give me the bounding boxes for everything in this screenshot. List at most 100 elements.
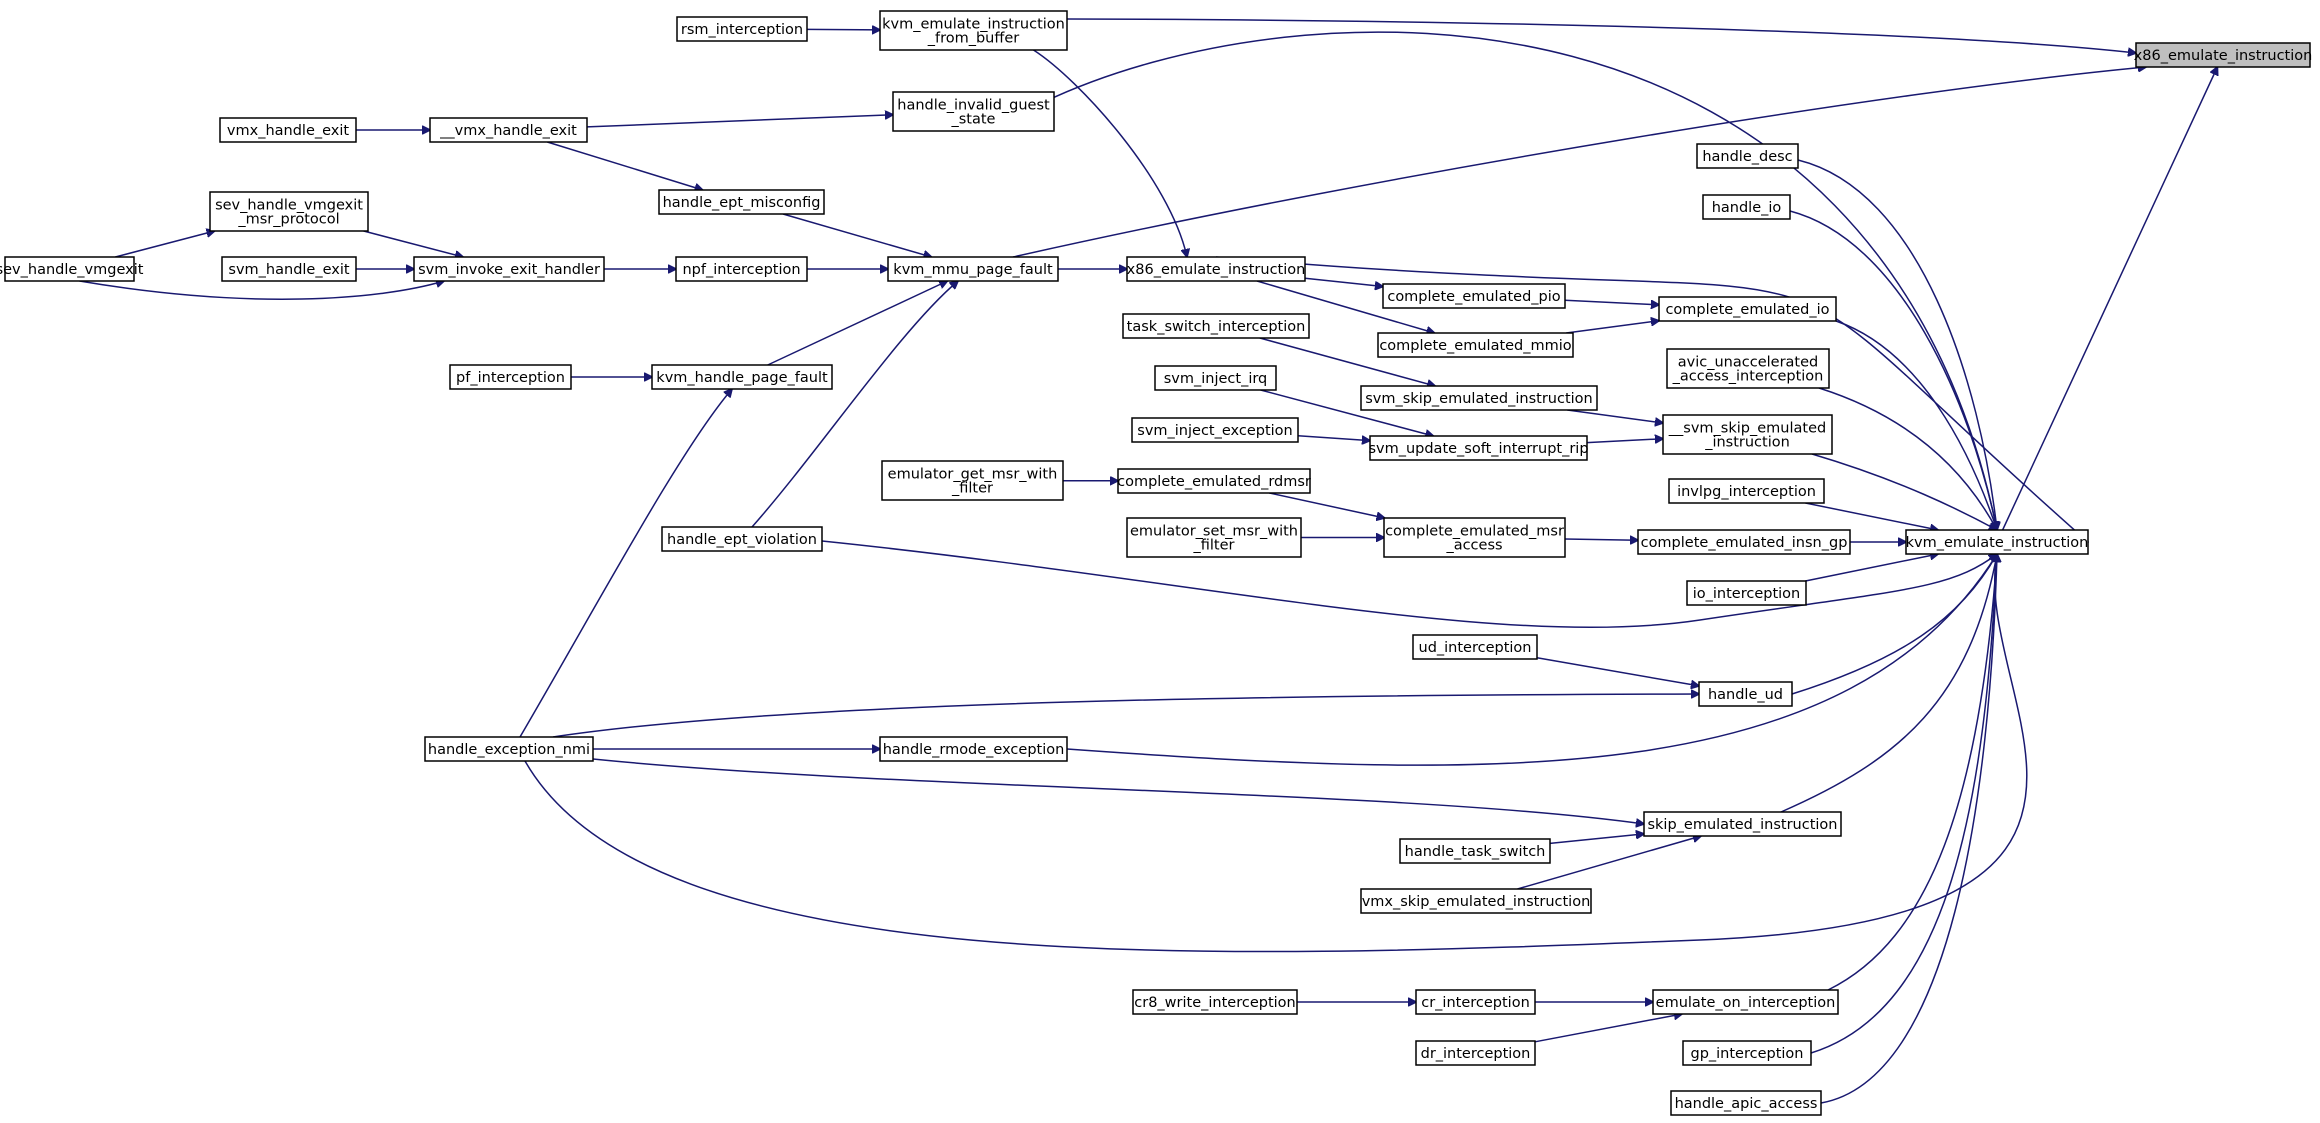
node-box bbox=[1360, 385, 1598, 411]
node-sev_handle_vmgexit[interactable]: sev_handle_vmgexit bbox=[0, 256, 144, 282]
node-label: emulate_on_interception bbox=[1656, 995, 1836, 1011]
node-label: handle_ept_violation bbox=[667, 532, 817, 548]
node-label: svm_handle_exit bbox=[228, 262, 349, 278]
node-box bbox=[1696, 143, 1799, 169]
node-complete_emulated_mmio[interactable]: complete_emulated_mmio bbox=[1377, 332, 1574, 358]
node-kvm_eifb[interactable]: kvm_emulate_instruction_from_buffer bbox=[879, 10, 1068, 51]
edge-x86_emul-to-complete_emulated_pio bbox=[1304, 277, 1383, 286]
node-handle_exception_nmi[interactable]: handle_exception_nmi bbox=[424, 736, 594, 762]
node-box bbox=[1369, 435, 1588, 461]
node-label: vmx_handle_exit bbox=[227, 123, 349, 139]
node-label: x86_emulate_instruction bbox=[1127, 262, 1306, 278]
node-io_interception[interactable]: io_interception bbox=[1686, 580, 1807, 606]
node-vmx_handle_exit[interactable]: vmx_handle_exit bbox=[219, 117, 357, 143]
edge-handle_exception_nmi-to-skip_emulated_instruction bbox=[592, 758, 1644, 824]
node-__vmx_handle_exit[interactable]: __vmx_handle_exit bbox=[429, 117, 588, 143]
node-kvm_handle_page_fault[interactable]: kvm_handle_page_fault bbox=[651, 364, 833, 390]
node-box bbox=[1154, 365, 1277, 391]
node-box bbox=[1382, 283, 1566, 309]
node-complete_emulated_insn_gp[interactable]: complete_emulated_insn_gp bbox=[1637, 529, 1851, 555]
edge-handle_exception_nmi-to-kvm_emulate_instruction bbox=[524, 554, 2028, 953]
node-label: complete_emulated_insn_gp bbox=[1641, 535, 1848, 551]
node-handle_rmode_exception[interactable]: handle_rmode_exception bbox=[879, 736, 1068, 762]
node-emulator_set_msr[interactable]: emulator_set_msr_with_filter bbox=[1126, 517, 1302, 558]
node-label: complete_emulated_io bbox=[1665, 302, 1829, 318]
node-label: svm_skip_emulated_instruction bbox=[1365, 391, 1593, 407]
node-label: gp_interception bbox=[1691, 1046, 1804, 1062]
node-svm_skip_emulated_instruction[interactable]: svm_skip_emulated_instruction bbox=[1360, 385, 1598, 411]
node-svm_invoke_exit_handler[interactable]: svm_invoke_exit_handler bbox=[413, 256, 605, 282]
node-x86_emul[interactable]: x86_emulate_instruction bbox=[1126, 256, 1306, 282]
edge-sev_handle_vmgexit_msr-to-svm_invoke_exit_handler bbox=[363, 230, 464, 257]
node-emulator_get_msr[interactable]: emulator_get_msr_with_filter bbox=[881, 460, 1064, 501]
node-handle_apic_access[interactable]: handle_apic_access bbox=[1670, 1090, 1822, 1116]
node-skip_emulated_instruction[interactable]: skip_emulated_instruction bbox=[1643, 811, 1842, 837]
edge-svm_update_soft_interrupt_rip-to-__svm_skip bbox=[1586, 439, 1663, 443]
node-handle_invalid_guest_state[interactable]: handle_invalid_guest_state bbox=[892, 91, 1055, 132]
edge-kvm_eifb-to-x86_emul bbox=[1033, 49, 1188, 257]
node-label: io_interception bbox=[1693, 586, 1801, 602]
node-handle_ept_misconfig[interactable]: handle_ept_misconfig bbox=[658, 189, 825, 215]
node-box bbox=[1399, 838, 1551, 864]
node-__svm_skip[interactable]: __svm_skip_emulated_instruction bbox=[1662, 414, 1833, 455]
node-label: svm_inject_irq bbox=[1164, 371, 1268, 387]
node-cr_interception[interactable]: cr_interception bbox=[1415, 989, 1536, 1015]
node-box bbox=[881, 460, 1064, 501]
node-avic_unaccel[interactable]: avic_unaccelerated_access_interception bbox=[1666, 348, 1830, 389]
node-handle_ud[interactable]: handle_ud bbox=[1698, 681, 1793, 707]
node-ud_interception[interactable]: ud_interception bbox=[1412, 634, 1538, 660]
node-label: complete_emulated_rdmsr bbox=[1117, 474, 1311, 490]
node-label: pf_interception bbox=[456, 370, 565, 386]
node-box bbox=[1658, 296, 1837, 322]
node-vmx_skip_emulated_instruction[interactable]: vmx_skip_emulated_instruction bbox=[1360, 888, 1592, 914]
node-kvm_emulate_instruction[interactable]: kvm_emulate_instruction bbox=[1905, 529, 2089, 555]
node-svm_update_soft_interrupt_rip[interactable]: svm_update_soft_interrupt_rip bbox=[1368, 435, 1589, 461]
node-handle_task_switch[interactable]: handle_task_switch bbox=[1399, 838, 1551, 864]
node-x86_root[interactable]: x86_emulate_instruction bbox=[2134, 42, 2313, 68]
node-complete_emulated_rdmsr[interactable]: complete_emulated_rdmsr bbox=[1117, 468, 1311, 494]
node-label: sev_handle_vmgexit bbox=[215, 198, 363, 214]
node-npf_interception[interactable]: npf_interception bbox=[675, 256, 808, 282]
node-svm_handle_exit[interactable]: svm_handle_exit bbox=[221, 256, 357, 282]
node-box bbox=[1126, 256, 1306, 282]
node-label: handle_ept_misconfig bbox=[663, 195, 821, 211]
node-handle_ept_violation[interactable]: handle_ept_violation bbox=[661, 526, 823, 552]
node-cr8_write_interception[interactable]: cr8_write_interception bbox=[1132, 989, 1298, 1015]
node-sev_handle_vmgexit_msr[interactable]: sev_handle_vmgexit_msr_protocol bbox=[209, 191, 369, 232]
node-gp_interception[interactable]: gp_interception bbox=[1682, 1040, 1812, 1066]
edge-handle_invalid_guest_state-to-kvm_emulate_instruction bbox=[1043, 31, 1997, 530]
node-box bbox=[1415, 1040, 1536, 1066]
edge-__vmx_handle_exit-to-handle_invalid_guest_state bbox=[586, 115, 893, 128]
node-box bbox=[1652, 989, 1839, 1015]
edge-complete_emulated_rdmsr-to-complete_emulated_msr_access bbox=[1269, 492, 1384, 518]
node-rsm[interactable]: rsm_interception bbox=[676, 16, 808, 42]
node-label: emulator_set_msr_with bbox=[1130, 524, 1298, 540]
node-label: task_switch_interception bbox=[1127, 319, 1306, 335]
edge-x86_emul-to-complete_emulated_mmio bbox=[1256, 280, 1435, 333]
node-label: handle_task_switch bbox=[1405, 844, 1546, 860]
edge-svm_inject_exception-to-svm_update_soft_interrupt_rip bbox=[1297, 434, 1370, 441]
node-label: emulator_get_msr_with bbox=[888, 467, 1058, 483]
node-label: invlpg_interception bbox=[1677, 484, 1816, 500]
node-task_switch_interception[interactable]: task_switch_interception bbox=[1122, 313, 1310, 339]
edge-handle_ept_violation-to-kvm_emulate_instruction bbox=[821, 540, 1997, 629]
node-dr_interception[interactable]: dr_interception bbox=[1415, 1040, 1536, 1066]
edge-task_switch_interception-to-svm_skip_emulated_instruction bbox=[1259, 337, 1435, 386]
edge-kvm_mmu_page_fault-to-x86_root bbox=[1012, 67, 2146, 258]
node-complete_emulated_pio[interactable]: complete_emulated_pio bbox=[1382, 283, 1566, 309]
node-pf_interception[interactable]: pf_interception bbox=[449, 364, 572, 390]
node-complete_emulated_io[interactable]: complete_emulated_io bbox=[1658, 296, 1837, 322]
node-kvm_mmu_page_fault[interactable]: kvm_mmu_page_fault bbox=[887, 256, 1059, 282]
node-svm_inject_exception[interactable]: svm_inject_exception bbox=[1131, 417, 1299, 443]
node-box bbox=[1377, 332, 1574, 358]
node-box bbox=[676, 16, 808, 42]
node-label: kvm_handle_page_fault bbox=[656, 370, 828, 386]
edge-io_interception-to-kvm_emulate_instruction bbox=[1805, 554, 1938, 582]
node-emulate_on_interception[interactable]: emulate_on_interception bbox=[1652, 989, 1839, 1015]
edge-svm_inject_irq-to-svm_update_soft_interrupt_rip bbox=[1260, 389, 1434, 436]
node-handle_io[interactable]: handle_io bbox=[1702, 194, 1791, 220]
node-handle_desc[interactable]: handle_desc bbox=[1696, 143, 1799, 169]
node-invlpg_interception[interactable]: invlpg_interception bbox=[1668, 478, 1825, 504]
node-svm_inject_irq[interactable]: svm_inject_irq bbox=[1154, 365, 1277, 391]
node-complete_emulated_msr_access[interactable]: complete_emulated_msr_access bbox=[1383, 517, 1566, 558]
